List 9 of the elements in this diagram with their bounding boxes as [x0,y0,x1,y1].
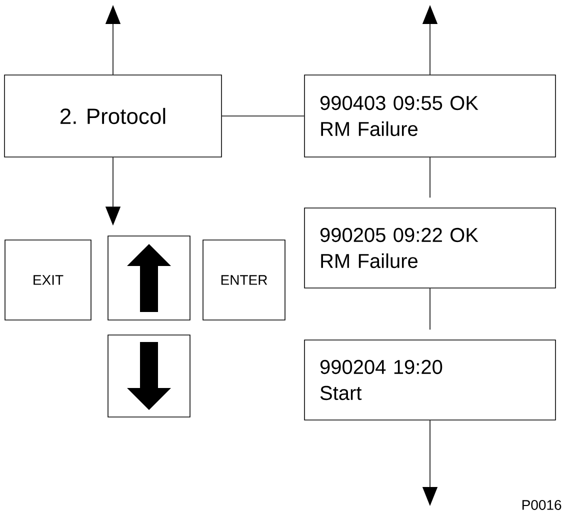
title-box: 2. Protocol [4,74,222,158]
key-button [108,236,190,320]
key-button [108,334,190,418]
key-button: EXIT [4,240,92,320]
log-entry-box: 990403 09:55 OK RM Failure [304,74,556,158]
log-entry-box: 990204 19:20 Start [304,340,556,420]
key-button: ENTER [202,240,286,320]
figure-code: P0016 [522,500,562,510]
log-entry-box: 990205 09:22 OK RM Failure [304,208,556,288]
